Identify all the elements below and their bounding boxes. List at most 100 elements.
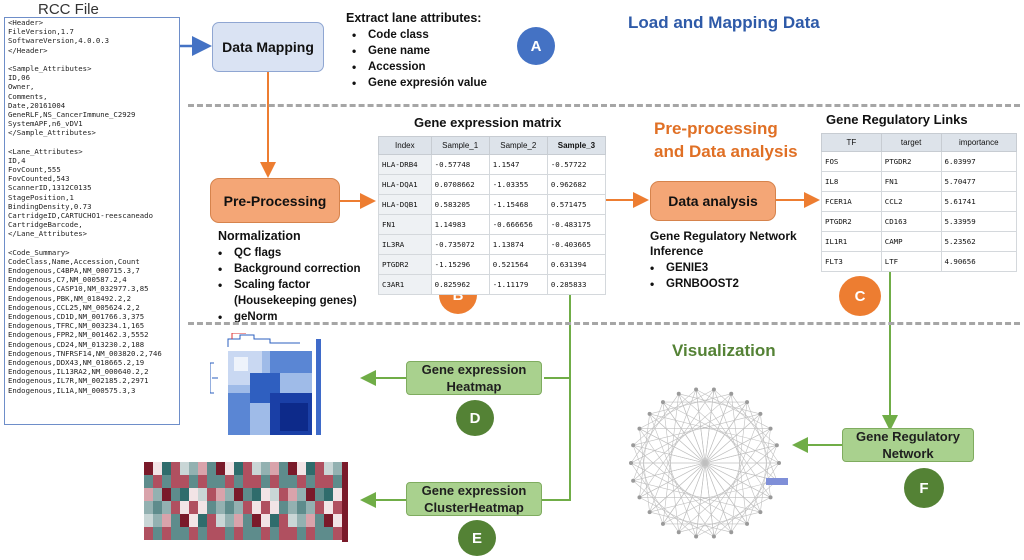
- heatmap-cell: [288, 488, 297, 501]
- heatmap-cell: [252, 475, 261, 488]
- table-cell: 5.23562: [940, 231, 1017, 252]
- network-edge: [662, 462, 780, 525]
- network-node: [758, 411, 763, 416]
- heatmap-cell: [297, 514, 306, 527]
- column-header: target: [880, 133, 942, 152]
- rcc-line: Endogenous,IL7R,NM_002185.2,2971: [8, 376, 149, 386]
- rcc-line: Endogenous,CASP10,NM_032977.3,85: [8, 284, 149, 294]
- heatmap-cell: [180, 475, 189, 488]
- heatmap-cell: [225, 462, 234, 475]
- heatmap-cell: [234, 514, 243, 527]
- heatmap-cell: [162, 514, 171, 527]
- heatmap-cell: [180, 501, 189, 514]
- heatmap-cell: [270, 462, 279, 475]
- heatmap-cell: [261, 501, 270, 514]
- rcc-line: Date,20161004: [8, 100, 66, 110]
- rcc-line: Endogenous,CD1D,NM_001766.3,375: [8, 312, 145, 321]
- table-cell: 4.90656: [940, 251, 1017, 272]
- heatmap-cell: [207, 514, 216, 527]
- badge-a: A: [517, 27, 555, 65]
- normalization-steps-list: QC flagsBackground correctionScaling fac…: [212, 245, 372, 325]
- table-cell: PTGDR2: [880, 151, 942, 172]
- table-cell: 1.1547: [488, 154, 548, 175]
- heatmap-cell: [261, 527, 270, 540]
- network-edge: [730, 393, 748, 524]
- network-node: [745, 400, 750, 405]
- heatmap-cell: [216, 501, 225, 514]
- table-cell: -0.403665: [546, 234, 607, 255]
- heatmap-cell: [216, 527, 225, 540]
- heatmap-cell: [162, 475, 171, 488]
- heatmap-cell: [270, 527, 279, 540]
- network-node: [637, 495, 642, 500]
- inference-method-item: GRNBOOST2: [644, 276, 739, 292]
- preprocessing-analysis-section-title: Pre-processing and Data analysis: [654, 117, 798, 163]
- column-header: TF: [821, 133, 882, 152]
- network-node: [631, 478, 636, 483]
- heatmap-cell: [144, 475, 153, 488]
- rcc-line: Endogenous,C4BPA,NM_000715.3,7: [8, 266, 140, 276]
- table-cell: -1.15468: [488, 194, 548, 215]
- heatmap-cell: [315, 488, 324, 501]
- section-divider-bottom: [188, 322, 1020, 325]
- rcc-line: <Code_Summary>: [8, 247, 70, 257]
- heatmap-cell: [216, 488, 225, 501]
- grn-inference-line-1: Gene Regulatory Network: [650, 229, 797, 243]
- network-node: [676, 530, 681, 535]
- network-edge: [649, 413, 777, 446]
- heatmap-box: Gene expression Heatmap: [406, 361, 542, 395]
- data-mapping-box: Data Mapping: [212, 22, 324, 72]
- network-node: [629, 461, 633, 465]
- heatmap-cell: [153, 514, 162, 527]
- heatmap-cell: [288, 501, 297, 514]
- heatmap-box-line-1: Gene expression: [421, 362, 527, 377]
- heatmap-cell: [252, 488, 261, 501]
- table-cell: -0.666656: [488, 214, 548, 235]
- rcc-line: Endogenous,CCL25,NM_005624.2,2: [8, 302, 140, 312]
- normalization-step-item: QC flags: [212, 245, 372, 261]
- heatmap-cell: [315, 501, 324, 514]
- gene-regulatory-network-image: [629, 387, 788, 539]
- heatmap-cell: [270, 475, 279, 488]
- table-cell: 0.631394: [546, 254, 607, 275]
- arrow-matrix-to-visualizations: [542, 270, 571, 501]
- network-edge: [695, 389, 771, 498]
- section-title-line-1: Pre-processing: [654, 119, 778, 138]
- rcc-line: ScannerID,1312C0135: [8, 183, 92, 193]
- heatmap-cell: [252, 514, 261, 527]
- table-cell: 0.583205: [430, 194, 490, 215]
- heatmap-cell: [270, 488, 279, 501]
- heatmap-cell: [324, 514, 333, 527]
- network-edge: [632, 445, 732, 533]
- grn-inference-line-2: Inference: [650, 244, 704, 258]
- heatmap-cell: [189, 527, 198, 540]
- heatmap-cell: [306, 488, 315, 501]
- heatmap-cell: [243, 462, 252, 475]
- network-edge: [662, 401, 780, 464]
- normalization-step-item: Scaling factor (Housekeeping genes): [212, 277, 372, 309]
- table-cell: -1.15296: [430, 254, 490, 275]
- heatmap-cell: [198, 527, 207, 540]
- network-node: [660, 400, 665, 405]
- expression-matrix-title: Gene expression matrix: [414, 115, 562, 130]
- heatmap-cell: [162, 462, 171, 475]
- network-edge: [662, 393, 680, 524]
- heatmap-cell: [261, 488, 270, 501]
- heatmap-cell: [180, 462, 189, 475]
- network-edge: [632, 393, 732, 481]
- heatmap-cell: [243, 501, 252, 514]
- heatmap-cell: [297, 501, 306, 514]
- heatmap-cell: [306, 501, 315, 514]
- network-edge: [639, 389, 715, 498]
- network-edge: [713, 389, 761, 513]
- rcc-line: Endogenous,DDX43,NM_018665.2,19: [8, 357, 145, 367]
